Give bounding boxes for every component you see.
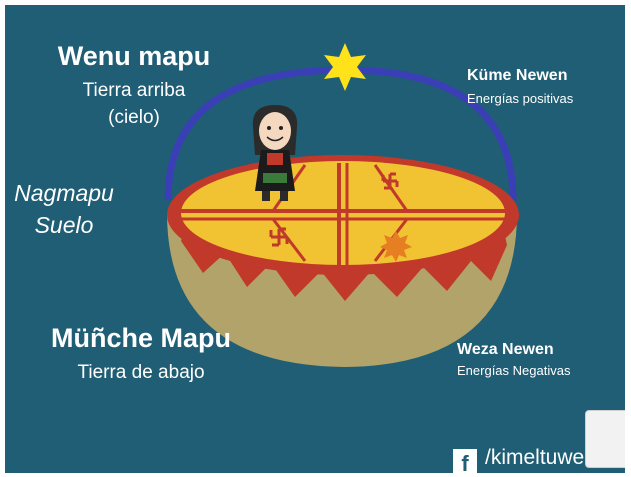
weza-newen-title: Weza Newen [457,341,554,358]
eight-point-star-icon [380,231,412,262]
wenu-mapu-subtitle-2: (cielo) [108,107,160,128]
weza-newen-subtitle: Energías Negativas [457,363,571,378]
overlay-box [585,410,625,468]
cosmos-illustration [164,43,519,367]
facebook-handle[interactable]: /kimeltuwe [485,446,585,469]
swastika-symbol-icon [381,172,399,190]
wenu-mapu-subtitle: Tierra arriba [82,80,186,101]
munche-mapu-title: Müñche Mapu [51,323,231,353]
swastika-symbol-icon [269,227,289,247]
person-figure [252,105,298,201]
suelo-label: Suelo [34,212,94,238]
nagmapu-label: Nagmapu [14,180,114,206]
kume-newen-subtitle: Energías positivas [467,91,574,106]
diagonal-accent [271,218,307,262]
diagram-canvas: Wenu mapu Tierra arriba (cielo) Nagmapu … [5,5,625,473]
facebook-icon[interactable]: f [453,449,477,473]
wenu-mapu-title: Wenu mapu [57,41,211,71]
sun-star-icon [324,43,366,91]
kume-newen-title: Küme Newen [467,67,568,84]
munche-mapu-subtitle: Tierra de abajo [77,362,205,383]
